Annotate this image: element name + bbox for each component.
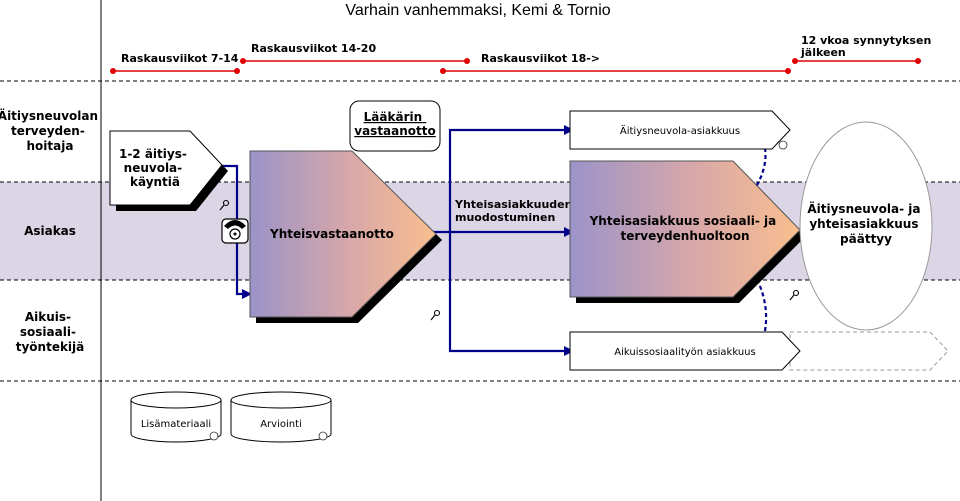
node-neuvola-client-shape bbox=[569, 110, 791, 150]
phase-dot bbox=[234, 68, 240, 74]
telephone-icon bbox=[221, 218, 249, 244]
node-neuvola-visits-shape bbox=[109, 130, 223, 206]
diagram-title: Varhain vanhemmaksi, Kemi & Tornio bbox=[345, 2, 610, 19]
node-end-line-2: yhteisasiakkuus bbox=[809, 217, 918, 231]
attachment-icon bbox=[209, 431, 219, 441]
phase-label-1: Raskausviikot 7-14 bbox=[121, 52, 239, 65]
node-end-label: Äitiysneuvola- ja yhteisasiakkuus päätty… bbox=[807, 201, 924, 246]
node-adult-social-label: Aikuissosiaalityön asiakkuus bbox=[614, 347, 755, 358]
key-icon bbox=[789, 289, 800, 301]
node-neuvola-visits-line-1: 1-2 äitiys- bbox=[119, 147, 187, 161]
phase-dot bbox=[792, 58, 798, 64]
node-neuvola-visits-line-3: käyntiä bbox=[130, 175, 180, 189]
lane-label-neuvola: Äitiysneuvolan terveyden- hoitaja bbox=[0, 108, 102, 153]
lane-label-neuvola-line-3: hoitaja bbox=[27, 139, 74, 153]
flow-label-joint-forming: Yhteisasiakkuuden muodostuminen bbox=[454, 198, 576, 224]
lane-label-aikuis-line-3: työntekijä bbox=[16, 340, 85, 354]
lane-separators bbox=[0, 80, 960, 382]
node-adult-social-client[interactable]: Aikuissosiaalityön asiakkuus bbox=[569, 331, 949, 371]
key-icon bbox=[430, 309, 441, 321]
cylinder-body bbox=[230, 400, 332, 443]
flow-label-line-2: muodostuminen bbox=[455, 211, 555, 224]
node-joint-reception-shape bbox=[249, 150, 437, 318]
lane-label-aikuis-line-2: sosiaali- bbox=[20, 325, 76, 339]
node-neuvola-visits-label: 1-2 äitiys- neuvola- käyntiä bbox=[119, 147, 191, 189]
node-doctor-line-1: Lääkärin bbox=[364, 110, 423, 124]
lane-label-aikuis-line-1: Aikuis- bbox=[25, 310, 71, 324]
phase-dot bbox=[240, 58, 246, 64]
node-end-line-1: Äitiysneuvola- ja bbox=[807, 201, 920, 216]
flow-label-line-1: Yhteisasiakkuuden bbox=[454, 198, 572, 211]
phase-label-4-line-1: 12 vkoa synnytyksen bbox=[801, 34, 931, 47]
cylinder-top bbox=[130, 391, 222, 409]
lane-label-neuvola-line-1: Äitiysneuvolan bbox=[0, 108, 98, 123]
node-doctor-label: Lääkärin vastaanotto bbox=[354, 110, 436, 138]
node-neuvola-visits-line-2: neuvola- bbox=[124, 161, 183, 175]
node-neuvola-client-label: Äitiysneuvola-asiakkuus bbox=[620, 124, 740, 137]
attachment-icon bbox=[318, 431, 328, 441]
phase-label-4-line-2: jälkeen bbox=[800, 46, 846, 59]
node-joint-reception[interactable]: Yhteisvastaanotto bbox=[249, 150, 442, 323]
node-end[interactable]: Äitiysneuvola- ja yhteisasiakkuus päätty… bbox=[799, 121, 933, 331]
phase-timeline: Raskausviikot 7-14 Raskausviikot 14-20 R… bbox=[110, 34, 935, 74]
node-joint-client-line-1: Yhteisasiakkuus sosiaali- ja bbox=[589, 214, 777, 228]
node-adult-social-extension bbox=[789, 331, 949, 371]
node-extra-material[interactable]: Lisämateriaali bbox=[130, 391, 222, 443]
node-joint-reception-label: Yhteisvastaanotto bbox=[269, 227, 394, 241]
node-joint-client-line-2: terveydenhuoltoon bbox=[620, 229, 749, 243]
node-joint-client[interactable]: Yhteisasiakkuus sosiaali- ja terveydenhu… bbox=[569, 160, 806, 303]
cylinder-top bbox=[230, 391, 332, 409]
phase-label-3: Raskausviikot 18-> bbox=[481, 52, 600, 65]
phase-dot bbox=[785, 68, 791, 74]
phase-dot bbox=[110, 68, 116, 74]
lane-label-neuvola-line-2: terveyden- bbox=[11, 124, 85, 138]
node-end-shape bbox=[799, 121, 933, 331]
attachment-icon bbox=[778, 140, 788, 150]
lane-label-aikuissosiaali: Aikuis- sosiaali- työntekijä bbox=[16, 310, 85, 354]
node-doctor-shape bbox=[349, 100, 441, 152]
node-evaluation[interactable]: Arviointi bbox=[230, 391, 332, 443]
phase-dot bbox=[464, 58, 470, 64]
node-doctor-appointment[interactable]: Lääkärin vastaanotto bbox=[349, 100, 441, 152]
node-doctor-line-2: vastaanotto bbox=[354, 124, 436, 138]
lane-label-asiakas: Asiakas bbox=[24, 224, 76, 238]
node-neuvola-visits[interactable]: 1-2 äitiys- neuvola- käyntiä bbox=[109, 130, 228, 211]
key-icon bbox=[219, 199, 230, 211]
node-joint-client-shape bbox=[569, 160, 801, 298]
node-extra-material-label: Lisämateriaali bbox=[141, 419, 211, 430]
node-evaluation-label: Arviointi bbox=[260, 419, 302, 430]
node-adult-social-shape bbox=[569, 331, 801, 371]
phase-label-2: Raskausviikot 14-20 bbox=[251, 42, 376, 55]
phase-label-4: 12 vkoa synnytyksen jälkeen bbox=[800, 34, 935, 59]
node-joint-client-label: Yhteisasiakkuus sosiaali- ja terveydenhu… bbox=[589, 214, 781, 243]
phase-dot bbox=[440, 68, 446, 74]
flow-to-adult-social bbox=[448, 232, 574, 356]
node-neuvola-client[interactable]: Äitiysneuvola-asiakkuus bbox=[569, 110, 791, 150]
node-end-line-3: päättyy bbox=[840, 232, 892, 246]
flow-to-neuvola-client bbox=[448, 125, 574, 232]
phase-dot bbox=[915, 58, 921, 64]
